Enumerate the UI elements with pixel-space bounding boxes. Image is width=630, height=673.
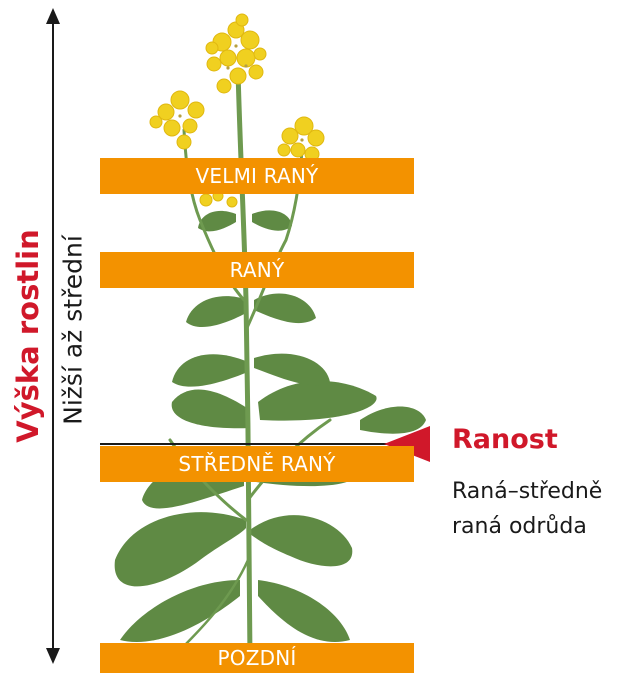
axis-subtitle: Nižší až střední: [59, 235, 88, 425]
band-stredne-rany: STŘEDNĚ RANÝ: [100, 446, 414, 482]
axis-title: Výška rostlin: [11, 229, 45, 442]
indicator-title: Ranost: [452, 424, 558, 455]
indicator-description: Raná–středně raná odrůda: [452, 474, 630, 544]
band-velmi-rany: VELMI RANÝ: [100, 158, 414, 194]
band-rany: RANÝ: [100, 252, 414, 288]
band-pozdni: POZDNÍ: [100, 643, 414, 673]
